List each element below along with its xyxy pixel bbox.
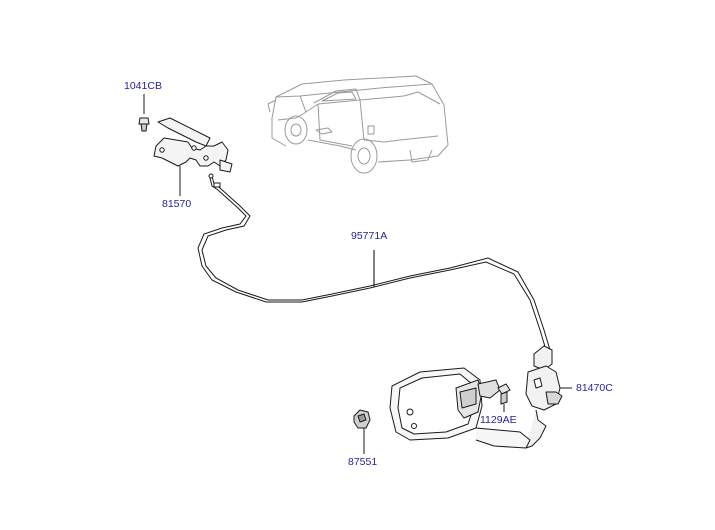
fuel-door-icon (389, 367, 531, 449)
lever-bracket-icon (153, 117, 233, 196)
rubber-bumper-icon (353, 409, 371, 454)
latch-icon (525, 345, 572, 449)
part-label-81470c[interactable]: 81470C (576, 382, 613, 394)
part-label-87551[interactable]: 87551 (348, 456, 378, 468)
part-label-1129ae[interactable]: 1129AE (480, 414, 517, 426)
cable-icon (197, 173, 551, 351)
part-label-95771a[interactable]: 95771A (351, 230, 388, 242)
bolt-icon (497, 383, 511, 412)
part-label-1041cb[interactable]: 1041CB (124, 80, 162, 92)
part-label-81570[interactable]: 81570 (162, 198, 192, 210)
suv-vehicle-icon (267, 75, 449, 174)
screw-icon (138, 94, 150, 132)
